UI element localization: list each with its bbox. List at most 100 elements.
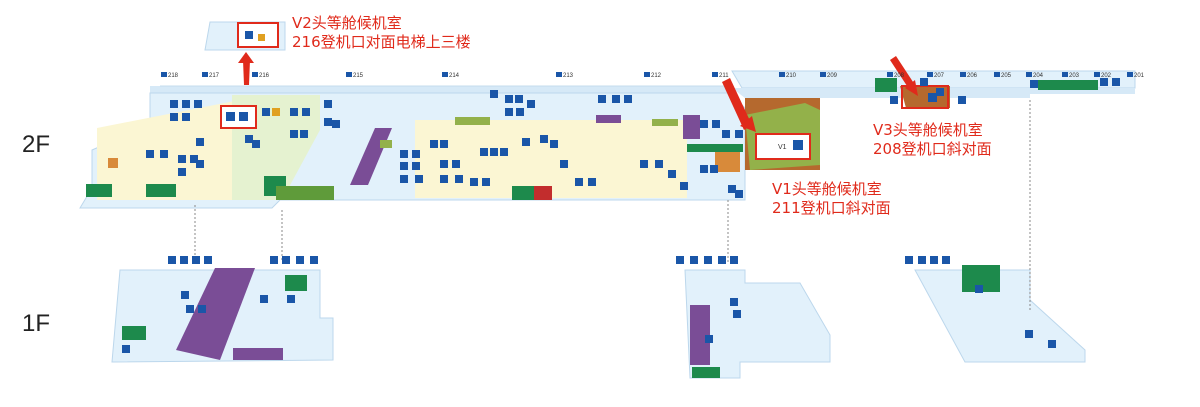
facility-icon: [252, 140, 260, 148]
gate-marker-204: 204: [1026, 72, 1044, 79]
facility-icon: [245, 135, 253, 143]
gate-marker-212: 212: [644, 72, 662, 79]
facility-icons-1f: [122, 256, 1056, 353]
facility-icon: [400, 150, 408, 158]
gate-icon: [927, 72, 933, 77]
facility-icon: [182, 113, 190, 121]
gate-icon: [252, 72, 258, 77]
gate-marker-214: 214: [442, 72, 460, 79]
floor-connectors: [194, 100, 1031, 310]
facility-icon: [260, 295, 268, 303]
gate-icon: [1127, 72, 1133, 77]
facility-icon: [400, 162, 408, 170]
callout-v1-desc: 211登机口斜对面: [772, 199, 891, 217]
facility-icon: [527, 100, 535, 108]
facility-icon: [270, 256, 278, 264]
facility-icon: [296, 256, 304, 264]
gate-icon: [346, 72, 352, 77]
facility-icon: [704, 256, 712, 264]
facility-icon: [178, 168, 186, 176]
facility-icon: [936, 88, 944, 96]
callout-arrows: [238, 52, 918, 132]
facility-icon: [198, 305, 206, 313]
facility-icon: [505, 108, 513, 116]
facility-icon: [1025, 330, 1033, 338]
gate-marker-206: 206: [960, 72, 978, 79]
gate-icon: [712, 72, 718, 77]
facility-icon: [920, 78, 928, 86]
gate-marker-203: 203: [1062, 72, 1080, 79]
facility-icon: [624, 95, 632, 103]
facility-icon: [455, 175, 463, 183]
facility-icon: [728, 185, 736, 193]
callout-v3: V3头等舱候机室 208登机口斜对面: [873, 121, 992, 159]
gate-icon: [202, 72, 208, 77]
facility-icon: [412, 150, 420, 158]
facility-icon: [182, 100, 190, 108]
gate-marker-209: 209: [820, 72, 838, 79]
gate-number: 214: [449, 73, 460, 79]
facility-icon: [108, 158, 118, 168]
facility-icon: [1030, 80, 1038, 88]
floor-label-2f: 2F: [22, 131, 51, 158]
facility-icon: [958, 96, 966, 104]
facility-icon: [490, 148, 498, 156]
facility-icon: [505, 95, 513, 103]
callout-v1: V1头等舱候机室 211登机口斜对面: [772, 180, 891, 218]
gate-marker-205: 205: [994, 72, 1012, 79]
lounge-v2-marker: [220, 105, 257, 129]
gate-number: 204: [1033, 73, 1044, 79]
gate-number: 212: [651, 73, 662, 79]
facility-icon: [170, 113, 178, 121]
facility-icon: [415, 175, 423, 183]
facility-icon: [290, 108, 298, 116]
gate-number: 210: [786, 73, 797, 79]
gate-number: 216: [259, 73, 270, 79]
lounge-v1-marker: V1: [778, 144, 787, 151]
facility-icon: [204, 256, 212, 264]
gate-marker-213: 213: [556, 72, 574, 79]
callout-v2-title: V2头等舱候机室: [292, 14, 402, 32]
gate-marker-218: 218: [161, 72, 179, 79]
facility-icon: [196, 138, 204, 146]
facility-icon: [500, 148, 508, 156]
facility-icon: [700, 165, 708, 173]
facility-icon: [440, 140, 448, 148]
facility-icon: [676, 256, 684, 264]
gate-number: 211: [719, 73, 729, 79]
facility-icon: [905, 256, 913, 264]
callout-v2: V2头等舱候机室 216登机口对面电梯上三楼: [292, 14, 471, 52]
facility-icon: [170, 100, 178, 108]
facility-icon: [282, 256, 290, 264]
facility-icon: [730, 298, 738, 306]
facility-icon: [192, 256, 200, 264]
facility-icon: [332, 120, 340, 128]
gate-icon: [779, 72, 785, 77]
gate-number: 205: [1001, 73, 1012, 79]
facility-icon: [640, 160, 648, 168]
facility-icon: [730, 256, 738, 264]
facility-icon: [194, 100, 202, 108]
facility-icon: [735, 130, 743, 138]
facility-icon: [452, 160, 460, 168]
facility-icons-2f: [108, 78, 1120, 198]
gate-marker-210: 210: [779, 72, 797, 79]
floor-1f-plan: [111, 265, 1086, 379]
gate-marker-207: 207: [927, 72, 945, 79]
facility-icon: [712, 120, 720, 128]
facility-icon: [575, 178, 583, 186]
facility-icon: [287, 295, 295, 303]
facility-icon: [890, 96, 898, 104]
gate-marker-202: 202: [1094, 72, 1112, 79]
gate-icon: [556, 72, 562, 77]
callout-v2-desc: 216登机口对面电梯上三楼: [292, 33, 471, 51]
facility-icon: [588, 178, 596, 186]
facility-icon: [655, 160, 663, 168]
facility-icon: [440, 175, 448, 183]
service-blocks-2f: [86, 78, 1098, 200]
facility-icon: [1100, 78, 1108, 86]
facility-icon: [480, 148, 488, 156]
facility-icon: [122, 345, 130, 353]
gate-marker-211: 211: [712, 72, 729, 79]
facility-icon: [522, 138, 530, 146]
